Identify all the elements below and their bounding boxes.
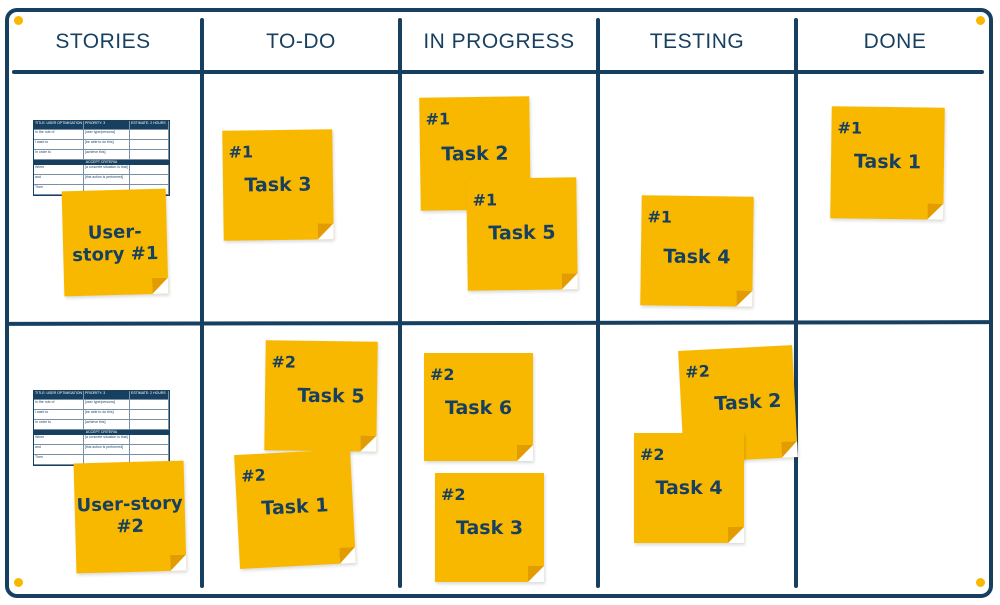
row-label: When [34, 165, 84, 174]
story-priority: PRIORITY: 3 [84, 391, 130, 399]
sticky-user-story-2[interactable]: User-story #2 [73, 460, 187, 574]
note-number: #2 [240, 465, 267, 486]
story-title: TITLE: USER OPTIMISATION [34, 391, 84, 399]
section-header: ACCEPT CRITERIA [34, 160, 169, 165]
column-divider [398, 18, 402, 588]
column-header-todo: TO-DO [266, 30, 336, 53]
column-header-done: DONE [863, 30, 927, 53]
note-number: #1 [837, 118, 863, 138]
row-value: [be able to do this] [84, 140, 130, 149]
note-number: #2 [430, 365, 455, 384]
story-estimate: ESTIMATE: 2 HOURS [130, 391, 169, 399]
note-number: #1 [228, 142, 254, 162]
row-label: In order to [34, 420, 84, 429]
row-label: Then [34, 185, 84, 194]
note-title: Task 2 [441, 142, 509, 166]
column-header-in-progress: IN PROGRESS [423, 30, 575, 53]
row-label: and [34, 445, 84, 454]
row-label: In order to [34, 150, 84, 159]
note-number: #2 [684, 361, 711, 382]
column-divider [794, 18, 798, 588]
row-label: and [34, 175, 84, 184]
corner-dot [976, 16, 985, 25]
note-title: Task 6 [444, 397, 513, 419]
note-number: #2 [271, 352, 297, 372]
section-header: ACCEPT CRITERIA [34, 430, 169, 435]
corner-dot [976, 578, 985, 587]
sticky-user-story-1[interactable]: User-story #1 [61, 188, 169, 297]
row-value: [this action is performed] [84, 175, 130, 184]
note-title: Task 4 [663, 245, 731, 269]
story-priority: PRIORITY: 3 [84, 121, 130, 129]
row-value: [user type/persona] [84, 400, 130, 409]
note-title: Task 3 [244, 173, 312, 197]
row-label: I want to [34, 410, 84, 419]
row-value: [user type/persona] [84, 130, 130, 139]
row-label: Then [34, 455, 84, 464]
note-title: Task 5 [297, 384, 365, 408]
note-title: User-story #1 [71, 221, 159, 267]
row-value: [this action is performed] [84, 445, 130, 454]
row-value: [achieve this] [84, 420, 130, 429]
story-title: TITLE: USER OPTIMISATION [34, 121, 84, 129]
note-number: #1 [425, 109, 451, 129]
row-value: [achieve this] [84, 150, 130, 159]
note-number: #2 [441, 485, 466, 504]
note-title: Task 4 [655, 477, 723, 499]
column-header-stories: STORIES [55, 30, 151, 53]
corner-dot [14, 578, 23, 587]
row-label: When [34, 435, 84, 444]
corner-dot [14, 16, 23, 25]
kanban-board [5, 8, 993, 598]
note-number: #1 [647, 207, 673, 227]
note-number: #2 [640, 445, 665, 464]
note-title: Task 2 [713, 389, 783, 416]
note-title: Task 1 [260, 494, 329, 520]
story-estimate: ESTIMATE: 2 HOURS [130, 121, 169, 129]
note-title: Task 5 [488, 221, 556, 245]
column-header-testing: TESTING [649, 30, 745, 53]
note-title: Task 1 [853, 150, 922, 174]
row-label: In the role of [34, 400, 84, 409]
column-divider [200, 18, 204, 588]
row-label: In the role of [34, 130, 84, 139]
row-value: [a concrete situation is that] [84, 165, 130, 174]
row-value: [a concrete situation is that] [84, 435, 130, 444]
row-label: I want to [34, 140, 84, 149]
row-value: [be able to do this] [84, 410, 130, 419]
note-title: Task 3 [455, 517, 524, 539]
header-divider [12, 70, 984, 74]
note-number: #1 [472, 190, 498, 210]
note-title: User-story #2 [76, 492, 184, 538]
column-divider [596, 18, 600, 588]
